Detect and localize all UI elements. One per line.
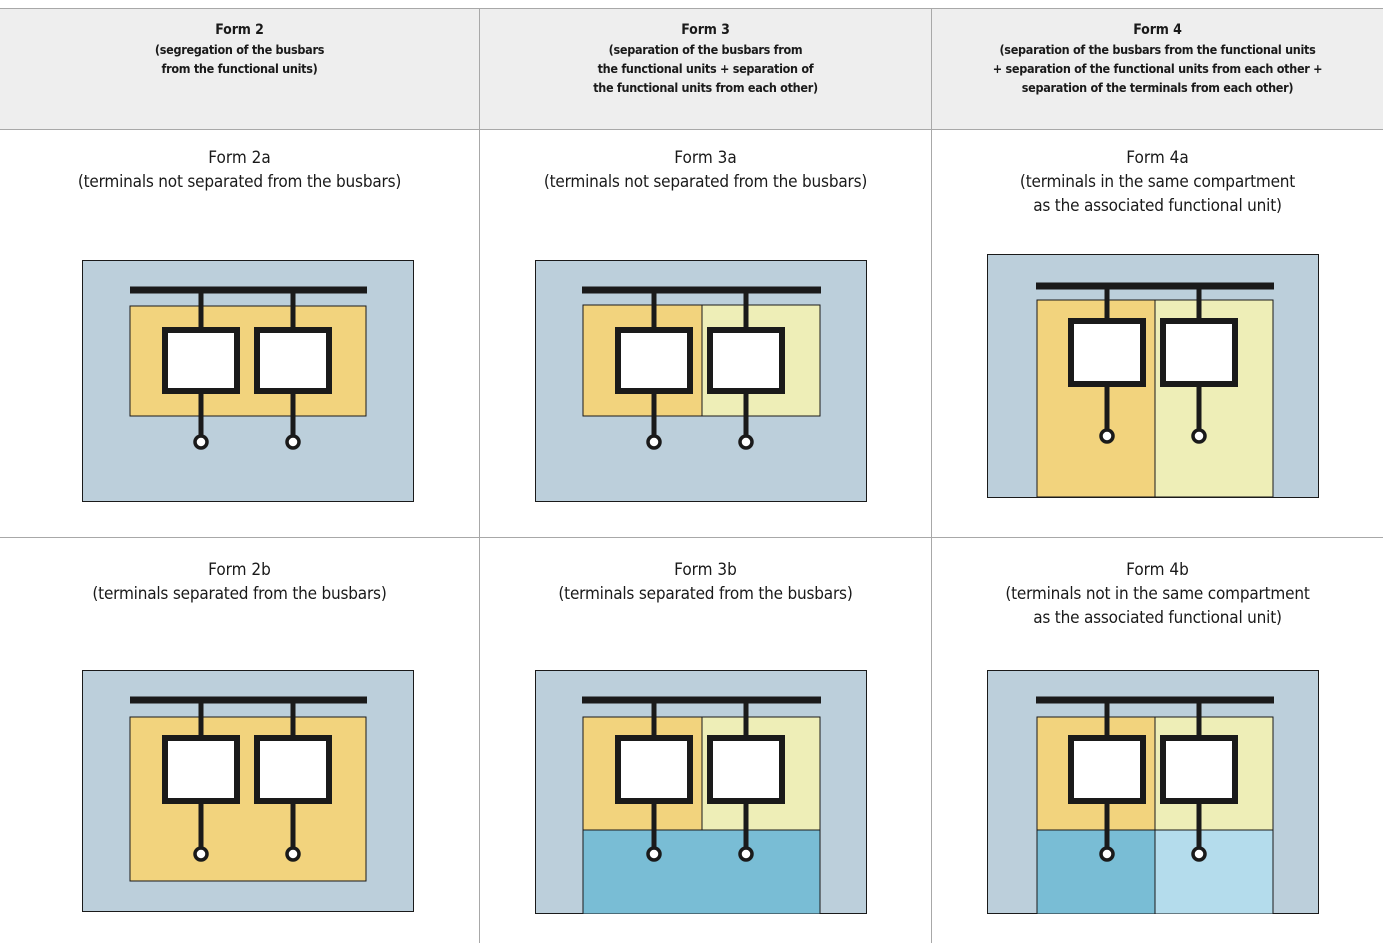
terminal — [1191, 428, 1207, 444]
functional-unit — [615, 327, 693, 394]
functional-unit — [1068, 735, 1146, 804]
header-form-2: Form 2 (segregation of the busbars from … — [0, 9, 479, 129]
diagram-form-2b — [82, 670, 414, 912]
header-rule — [0, 129, 1383, 130]
header-title: Form 4 — [1133, 22, 1182, 38]
header-form-3: Form 3 (separation of the busbars from t… — [480, 9, 931, 129]
functional-unit — [707, 735, 785, 804]
diagram-form-3a — [535, 260, 867, 502]
header-description-line: + separation of the functional units fro… — [992, 61, 1323, 76]
form-title: Form 4b — [1126, 560, 1189, 580]
diagram-form-4a — [987, 254, 1319, 498]
diagram-form-4b — [987, 670, 1319, 914]
cell-caption: Form 4a (terminals in the same compartme… — [932, 146, 1383, 218]
terminal-compartment — [1154, 829, 1274, 914]
cell-caption: Form 3b (terminals separated from the bu… — [480, 558, 931, 606]
form-description-line: as the associated functional unit) — [1033, 196, 1282, 216]
column-divider — [479, 9, 480, 943]
terminal-compartment — [582, 829, 821, 914]
terminal — [738, 846, 754, 862]
header-description-line: (segregation of the busbars — [154, 42, 325, 57]
functional-unit — [707, 327, 785, 394]
cell-form-2b: Form 2b (terminals separated from the bu… — [0, 538, 479, 943]
top-rule — [0, 8, 1383, 9]
cell-form-4b: Form 4b (terminals not in the same compa… — [932, 538, 1383, 943]
terminal-compartment — [1036, 829, 1156, 914]
terminal — [193, 434, 209, 450]
cell-caption: Form 3a (terminals not separated from th… — [480, 146, 931, 194]
cell-form-4a: Form 4a (terminals in the same compartme… — [932, 130, 1383, 537]
header-form-4: Form 4 (separation of the busbars from t… — [932, 9, 1383, 129]
form-description-line: (terminals not separated from the busbar… — [77, 172, 402, 192]
form-description-line: (terminals not in the same compartment — [1005, 584, 1310, 604]
form-title: Form 3a — [674, 148, 737, 168]
diagram-form-3b — [535, 670, 867, 914]
functional-unit — [162, 327, 240, 394]
functional-unit — [162, 735, 240, 804]
header-description-line: separation of the terminals from each ot… — [1021, 80, 1294, 95]
header-description-line: from the functional units) — [161, 61, 318, 76]
terminal — [738, 434, 754, 450]
cell-form-3b: Form 3b (terminals separated from the bu… — [480, 538, 931, 943]
functional-unit — [254, 735, 332, 804]
column-divider — [931, 9, 932, 943]
terminal — [1099, 428, 1115, 444]
functional-unit — [254, 327, 332, 394]
header-description-line: (separation of the busbars from — [608, 42, 803, 57]
functional-unit — [615, 735, 693, 804]
terminal — [285, 434, 301, 450]
cell-caption: Form 4b (terminals not in the same compa… — [932, 558, 1383, 630]
cell-caption: Form 2a (terminals not separated from th… — [0, 146, 479, 194]
form-title: Form 2a — [208, 148, 271, 168]
diagram-form-2a — [82, 260, 414, 502]
terminal — [646, 434, 662, 450]
functional-unit — [1068, 318, 1146, 387]
terminal — [1191, 846, 1207, 862]
form-title: Form 2b — [208, 560, 271, 580]
header-description-line: the functional units + separation of — [597, 61, 814, 76]
terminal — [1099, 846, 1115, 862]
terminal — [193, 846, 209, 862]
terminal — [646, 846, 662, 862]
header-description-line: the functional units from each other) — [593, 80, 818, 95]
cell-form-3a: Form 3a (terminals not separated from th… — [480, 130, 931, 537]
form-description-line: as the associated functional unit) — [1033, 608, 1282, 628]
header-title: Form 2 — [215, 22, 264, 38]
header-description-line: (separation of the busbars from the func… — [999, 42, 1316, 57]
form-description-line: (terminals separated from the busbars) — [92, 584, 387, 604]
form-description-line: (terminals not separated from the busbar… — [543, 172, 868, 192]
functional-unit — [1160, 735, 1238, 804]
form-description-line: (terminals separated from the busbars) — [558, 584, 853, 604]
header-row: Form 2 (segregation of the busbars from … — [0, 9, 1383, 129]
cell-caption: Form 2b (terminals separated from the bu… — [0, 558, 479, 606]
cell-form-2a: Form 2a (terminals not separated from th… — [0, 130, 479, 537]
form-description-line: (terminals in the same compartment — [1019, 172, 1296, 192]
header-title: Form 3 — [681, 22, 730, 38]
form-title: Form 4a — [1126, 148, 1189, 168]
row-divider — [0, 537, 1383, 538]
form-title: Form 3b — [674, 560, 737, 580]
functional-unit — [1160, 318, 1238, 387]
terminal — [285, 846, 301, 862]
